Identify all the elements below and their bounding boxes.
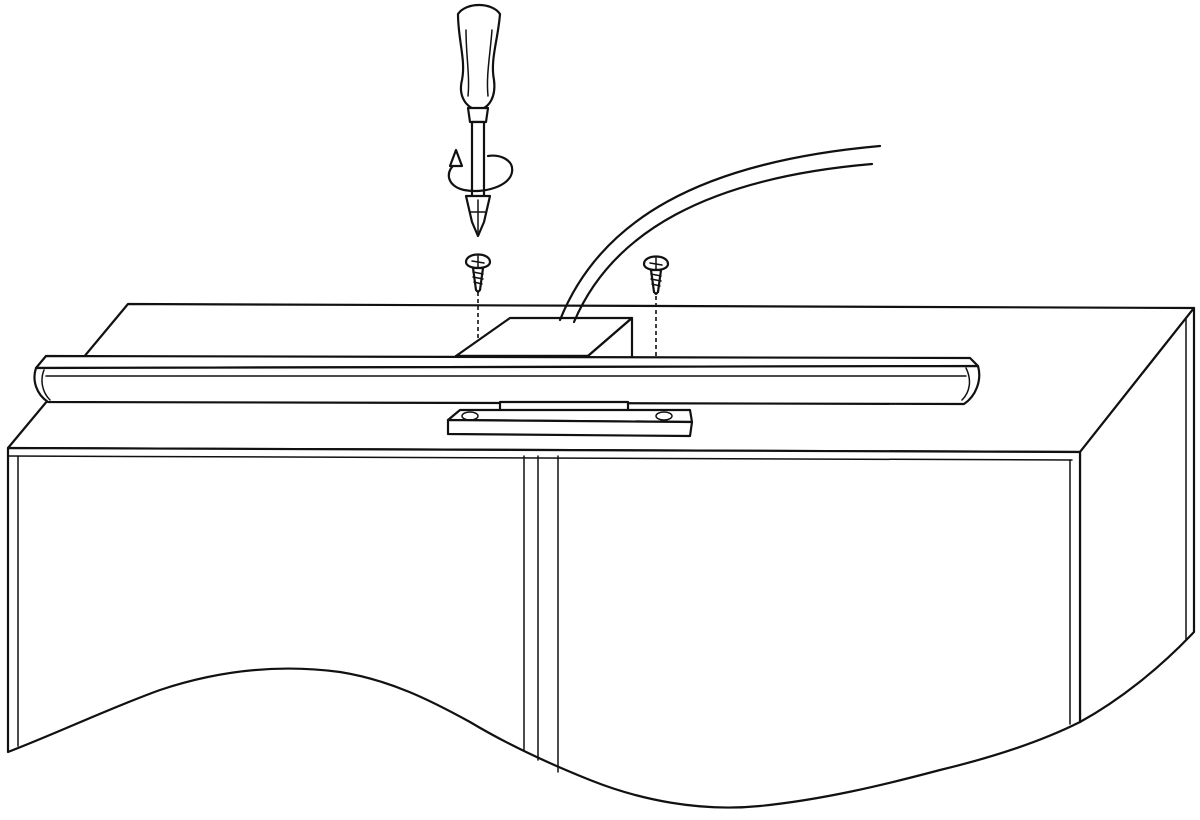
cable-inner: [572, 162, 874, 324]
rotation-arrow-head: [448, 148, 464, 168]
rotation-arrow: [447, 148, 514, 193]
screwdriver: [456, 3, 502, 238]
cabinet-front-face: [6, 446, 1082, 809]
light-bar-body: [33, 364, 981, 406]
light-bar-left-cap: [41, 369, 51, 401]
screwdriver-handle: [456, 3, 502, 112]
clamp-hole-left: [461, 411, 479, 421]
screw-left-thread: [472, 271, 484, 285]
screw-left: [464, 253, 492, 294]
screwdriver-handle-ridge-left: [465, 29, 470, 97]
cable: [558, 144, 882, 324]
screw-right-thread: [650, 273, 662, 287]
clamp-hole-right: [655, 411, 673, 421]
light-bar-right-cap: [961, 367, 971, 401]
cable-outer: [558, 144, 882, 322]
cabinet-top-edge: [7, 455, 1073, 461]
cabinet-side-panel: [1078, 306, 1196, 724]
screwdriver-handle-ridge-right: [486, 29, 493, 97]
screwdriver-ferrule: [466, 106, 490, 124]
rotation-arrow-curve: [447, 154, 514, 193]
screwdriver-shaft: [470, 120, 486, 200]
light-bar: [33, 354, 981, 406]
bar-clamp: [446, 400, 694, 438]
clamp-plate-front: [446, 418, 694, 438]
screw-right: [642, 255, 670, 296]
screwdriver-tip-cross: [469, 199, 487, 233]
